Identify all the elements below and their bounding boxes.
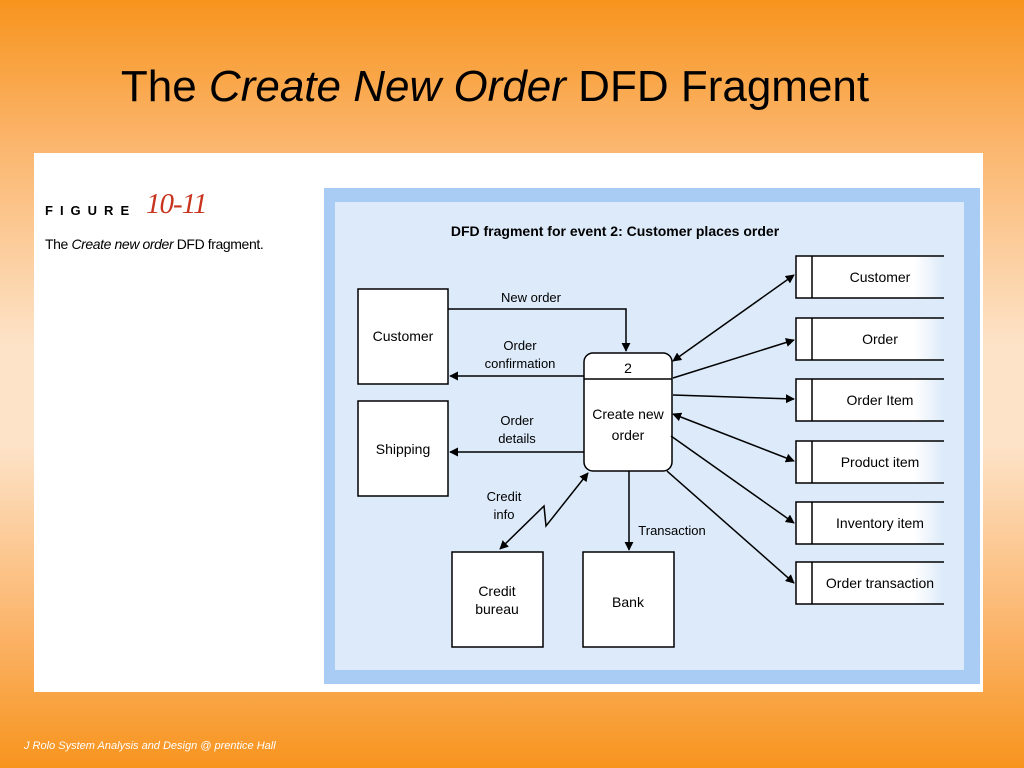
slide-title: The Create New Order DFD Fragment [0, 62, 990, 112]
flow-store-customer [672, 274, 795, 362]
flow-credit-info [499, 472, 589, 550]
data-store-product-item: Product item [795, 440, 944, 484]
flow-credit-info-line1: Credit [487, 489, 522, 504]
diagram-title: DFD fragment for event 2: Customer place… [451, 223, 780, 239]
entity-customer-label: Customer [373, 328, 434, 344]
flow-new-order [448, 308, 631, 352]
data-store-inventory-item-label: Inventory item [836, 515, 924, 531]
data-store-customer: Customer [795, 255, 944, 299]
data-store-order-transaction-label: Order transaction [826, 575, 934, 591]
footer-credit: J Rolo System Analysis and Design @ pren… [24, 740, 276, 752]
entity-shipping-label: Shipping [376, 441, 431, 457]
entity-credit-bureau-line1: Credit [478, 583, 515, 599]
data-store-customer-label: Customer [850, 269, 911, 285]
caption-suffix: DFD fragment. [176, 236, 264, 252]
flow-credit-info-line2: info [494, 507, 515, 522]
dfd-diagram: DFD fragment for event 2: Customer place… [324, 188, 980, 684]
flow-store-order [672, 338, 795, 379]
data-store-order-label: Order [862, 331, 898, 347]
flow-store-order-transaction [666, 470, 795, 584]
data-store-order-item: Order Item [795, 378, 944, 422]
title-italic: Create New Order [208, 62, 566, 111]
data-store-order: Order [795, 317, 944, 361]
entity-credit-bureau-line2: bureau [475, 601, 519, 617]
flow-new-order-label: New order [501, 290, 562, 305]
flow-order-confirmation-line2: confirmation [485, 356, 556, 371]
entity-credit-bureau: Credit bureau [451, 551, 544, 648]
figure-panel: FIGURE 10-11 The Create new order DFD fr… [34, 153, 983, 692]
entity-shipping: Shipping [357, 400, 449, 497]
flow-store-product-item [672, 412, 795, 463]
process-label-line1: Create new [592, 406, 664, 422]
data-store-inventory-item: Inventory item [795, 501, 944, 545]
caption-italic: Create new order [71, 236, 174, 252]
entity-customer: Customer [357, 288, 449, 385]
data-store-product-item-label: Product item [841, 454, 920, 470]
process-label-line2: order [612, 427, 645, 443]
data-store-order-item-label: Order Item [847, 392, 914, 408]
flow-order-confirmation-line1: Order [503, 338, 537, 353]
flow-order-details-line2: details [498, 431, 536, 446]
figure-label: FIGURE [45, 203, 137, 218]
figure-number: 10-11 [146, 188, 208, 220]
entity-bank: Bank [582, 551, 675, 648]
process-number: 2 [624, 360, 632, 376]
entity-bank-label: Bank [612, 594, 645, 610]
data-store-order-transaction: Order transaction [795, 561, 944, 605]
flow-transaction-label: Transaction [638, 523, 705, 538]
process-create-new-order: 2 Create new order [583, 352, 673, 472]
caption-prefix: The [45, 236, 68, 252]
flow-store-inventory-item [670, 435, 795, 524]
title-suffix: DFD Fragment [578, 62, 870, 111]
figure-caption: The Create new order DFD fragment. [45, 236, 264, 252]
flow-order-details-line1: Order [500, 413, 534, 428]
flow-store-order-item [672, 394, 795, 404]
title-prefix: The [120, 62, 197, 111]
